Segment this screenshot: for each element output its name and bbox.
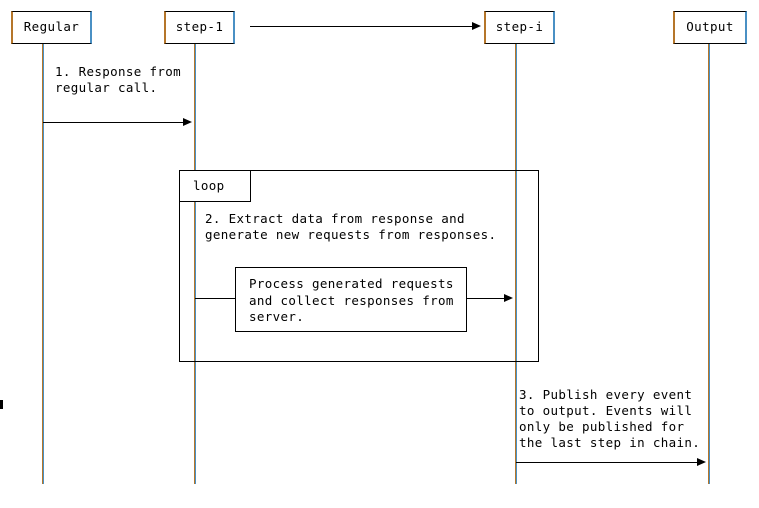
lifeline-step-1 [194,44,196,484]
participant-label-step-i: step-i [495,19,544,35]
participant-regular[interactable]: Regular [11,11,92,44]
message-2-arrowhead [504,294,513,302]
chain-arrow-head [472,22,481,30]
lifeline-step-i [515,44,517,484]
participant-label-output: Output [686,19,734,35]
chain-arrow-line [250,26,473,27]
lifeline-regular [42,44,44,484]
process-note-text: Process generated requests and collect r… [249,276,454,324]
participant-output[interactable]: Output [673,11,747,44]
participant-label-regular: Regular [23,19,80,35]
loop-fragment[interactable] [179,170,539,362]
message-3-arrowhead [697,458,706,466]
participant-step-i[interactable]: step-i [484,11,555,44]
process-note[interactable]: Process generated requests and collect r… [235,267,467,332]
message-1-label: 1. Response from regular call. [55,64,182,95]
edge-artifact [0,400,3,409]
message-3-label: 3. Publish every event to output. Events… [519,387,701,450]
lifeline-output [708,44,710,484]
message-2-label: 2. Extract data from response and genera… [205,211,497,242]
message-3-line [516,462,697,463]
participant-label-step-1: step-1 [175,19,224,35]
loop-fragment-operator-label: loop [193,177,225,193]
participant-step-1[interactable]: step-1 [164,11,235,44]
message-1-arrowhead [183,118,192,126]
message-1-line [43,122,183,123]
loop-fragment-tab[interactable]: loop [179,170,251,202]
